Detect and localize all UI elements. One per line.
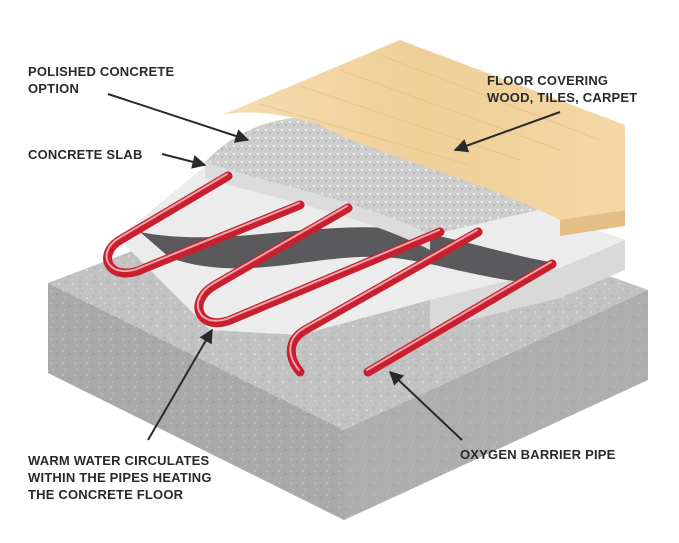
base-concrete-left-face: [48, 283, 344, 520]
heating-pipe-loop-1: [103, 171, 305, 278]
floor-covering-arrow: [453, 111, 561, 153]
wood-floor-covering: [222, 40, 625, 220]
concrete-slab-arrow: [161, 153, 207, 169]
polished-concrete-arrow: [107, 93, 250, 143]
label-oxygen-barrier-pipe: OXYGEN BARRIER PIPE: [460, 447, 616, 462]
label-polished-concrete: POLISHED CONCRETE OPTION: [28, 64, 175, 96]
polished-concrete-layer: [205, 116, 560, 235]
label-concrete-slab: CONCRETE SLAB: [28, 147, 143, 162]
warm-water-arrow: [147, 328, 213, 441]
heating-pipe-loop-2: [194, 203, 445, 328]
oxygen-barrier-arrow: [388, 371, 463, 441]
heating-pipe-loop-3: [286, 227, 483, 377]
label-warm-water: WARM WATER CIRCULATES WITHIN THE PIPES H…: [28, 453, 212, 502]
oxygen-barrier-pipe: [363, 259, 557, 377]
label-floor-covering: FLOOR COVERING WOOD, TILES, CARPET: [487, 73, 638, 105]
